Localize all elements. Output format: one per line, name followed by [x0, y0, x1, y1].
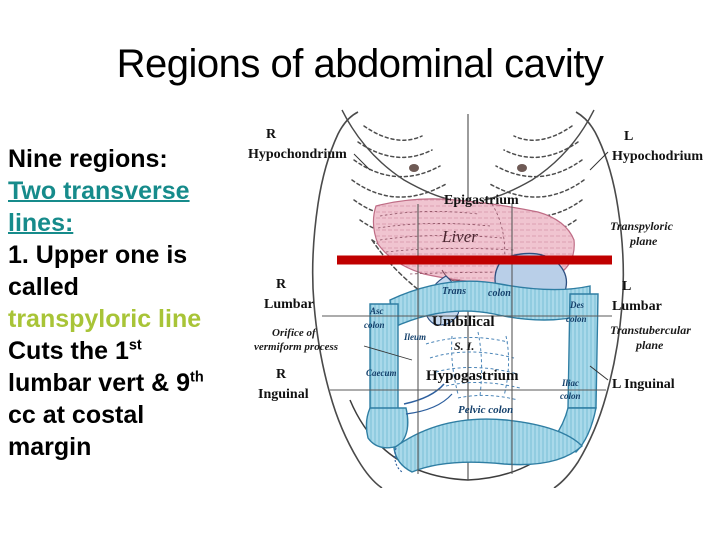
bullet-nine-regions: Nine regions:: [8, 145, 168, 173]
abdominal-regions-diagram: Liver Trans colon Asc colon Des colon Il…: [246, 108, 720, 488]
pelvic-colon-label: Pelvic colon: [458, 404, 513, 416]
l-lumbar-label-2: Lumbar: [612, 299, 662, 314]
bullet-text-block: Nine regions: Two transverse lines: 1. U…: [8, 143, 240, 463]
orifice-leader-line: [363, 345, 413, 361]
ileum-label: Ileum: [403, 332, 426, 342]
umbilical-label: Umbilical: [432, 314, 495, 330]
r-inguinal-label-2: Inguinal: [258, 387, 309, 402]
desc-colon-label-2: colon: [566, 314, 587, 324]
transtubercular-plane-label-1: Transtubercular: [610, 323, 691, 337]
bullet-cuts-first-lumbar: Cuts the 1st: [8, 335, 240, 367]
r-hypochondrium-leader-line: [353, 153, 371, 171]
bullet-cuts-text: Cuts the 1: [8, 337, 129, 365]
transtubercular-plane-label-2: plane: [635, 338, 664, 352]
trans-colon-label-1: Trans: [442, 286, 466, 297]
l-lumbar-label-1: L: [622, 279, 631, 294]
transpyloric-plane-label-1: Transpyloric: [610, 219, 674, 233]
trans-colon-label-2: colon: [488, 288, 511, 299]
ordinal-st: st: [128, 337, 142, 354]
bullet-upper-one-is: 1. Upper one is: [8, 241, 188, 269]
asc-colon-label-1: Asc: [369, 306, 384, 316]
bullet-lines: lines:: [8, 209, 74, 237]
iliac-colon-label-1: Iliac: [561, 378, 579, 388]
r-lumbar-label-2: Lumbar: [264, 297, 314, 312]
transpyloric-plane-label-2: plane: [629, 234, 658, 248]
r-inguinal-label-1: R: [276, 367, 287, 382]
r-hypochondrium-label-2: Hypochondrium: [248, 147, 347, 162]
r-lumbar-label-1: R: [276, 277, 287, 292]
hypogastrium-label: Hypogastrium: [426, 368, 519, 384]
asc-colon-label-2: colon: [364, 320, 385, 330]
r-hypochondrium-label-1: R: [266, 127, 277, 142]
ordinal-th: th: [190, 369, 204, 386]
bullet-lumbar-text: lumbar vert & 9: [8, 369, 191, 397]
l-hypochondrium-label-2: Hypochodrium: [612, 149, 703, 164]
bullet-two-transverse: Two transverse: [8, 177, 190, 205]
iliac-colon-label-2: colon: [560, 391, 581, 401]
small-intestine-label: S. I.: [454, 339, 474, 353]
epigastrium-label: Epigastrium: [444, 193, 519, 208]
liver-label: Liver: [441, 227, 478, 246]
orifice-label-2: vermiform process: [254, 341, 338, 353]
nine-region-grid: [322, 204, 612, 474]
l-hypochondrium-label-1: L: [624, 129, 633, 144]
bullet-margin: margin: [8, 433, 92, 461]
bullet-lumbar-vert-ninth: lumbar vert & 9th: [8, 367, 240, 399]
l-hypochondrium-leader-line: [589, 151, 609, 171]
bullet-cc-at-costal: cc at costal: [8, 401, 145, 429]
caecum-label: Caecum: [366, 368, 397, 378]
orifice-label-1: Orifice of: [272, 327, 317, 339]
intestines-organ: [365, 280, 599, 473]
desc-colon-label-1: Des: [569, 300, 584, 310]
page-title: Regions of abdominal cavity: [116, 42, 604, 86]
l-inguinal-leader-line: [589, 365, 609, 381]
nipple-marks: [409, 164, 527, 172]
bullet-called: called: [8, 273, 79, 301]
l-inguinal-label: L Inguinal: [612, 377, 675, 392]
bullet-transpyloric-line: transpyloric line: [8, 305, 202, 333]
